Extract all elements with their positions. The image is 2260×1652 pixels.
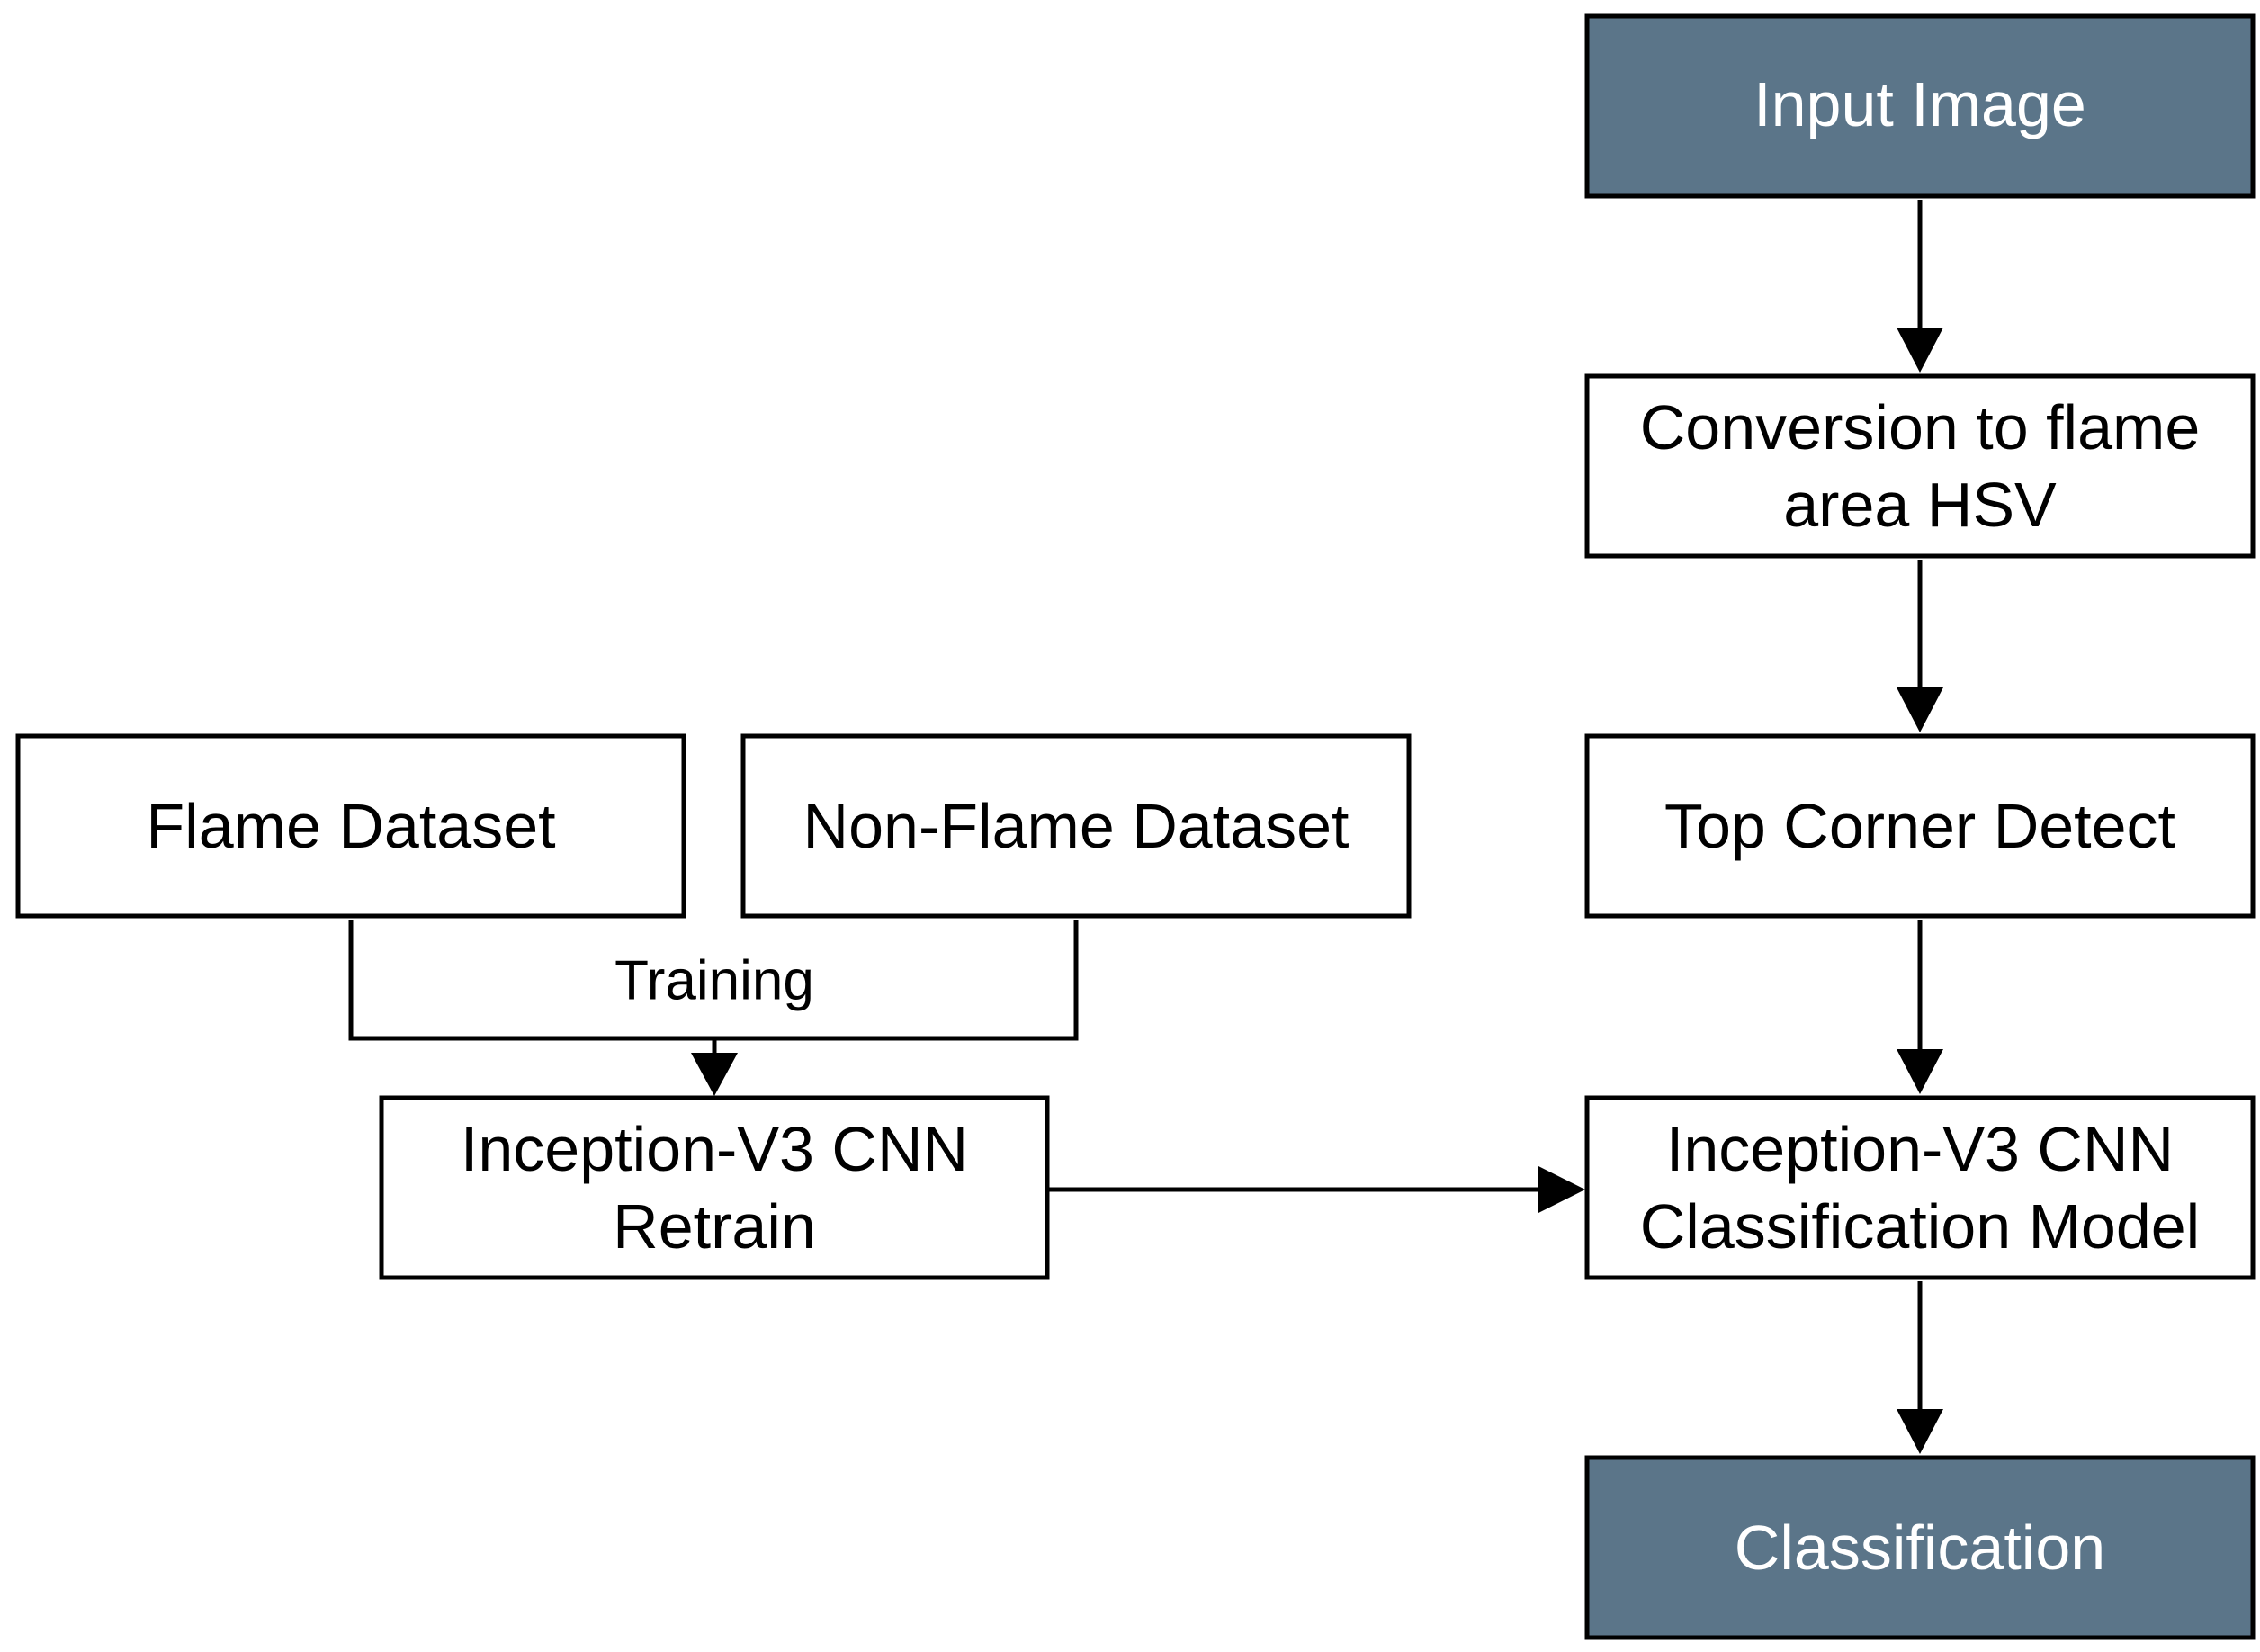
- node-label-line: area HSV: [1783, 470, 2057, 540]
- edge-model-to-classification: [1897, 1281, 1943, 1454]
- node-label-line: Inception-V3 CNN: [461, 1114, 968, 1184]
- arrow-head: [1897, 687, 1943, 732]
- node-label-line: Flame Dataset: [146, 791, 555, 861]
- node-box: [1584, 733, 2256, 919]
- node-label: Non-Flame Dataset: [803, 791, 1350, 861]
- node-classification: Classification: [1584, 1455, 2256, 1640]
- node-box: [740, 733, 1412, 919]
- node-label-line: Retrain: [613, 1191, 816, 1261]
- node-non-flame-dataset: Non-Flame Dataset: [740, 733, 1412, 919]
- node-input-image: Input Image: [1584, 13, 2256, 199]
- node-box: [379, 1095, 1050, 1280]
- node-label: Classification: [1735, 1513, 2105, 1583]
- node-label-line: Non-Flame Dataset: [803, 791, 1350, 861]
- arrow-head: [1538, 1166, 1585, 1213]
- node-label: Conversion to flame area HSV: [1640, 392, 2201, 540]
- edge-datasets-to-retrain: Training: [348, 920, 1079, 1096]
- edge-conversion-to-top-corner: [1897, 560, 1943, 732]
- node-box: [1584, 1455, 2256, 1640]
- edge-top-corner-to-model: [1897, 920, 1943, 1094]
- arrow-head: [1897, 328, 1943, 373]
- node-top-corner: Top Corner Detect: [1584, 733, 2256, 919]
- node-label-line: Conversion to flame: [1640, 392, 2201, 462]
- node-box: [1584, 1095, 2256, 1280]
- edge-retrain-to-model: [1047, 1166, 1585, 1213]
- node-label: Top Corner Detect: [1664, 791, 2175, 861]
- edge-label-training: Training: [614, 950, 814, 1012]
- flowchart-edges: Training: [348, 200, 1943, 1454]
- node-box: [15, 733, 686, 919]
- node-label-line: Classification: [1735, 1513, 2105, 1583]
- edge-input-to-conversion: [1897, 200, 1943, 373]
- arrow-head: [1897, 1049, 1943, 1094]
- node-conversion: Conversion to flame area HSV: [1584, 373, 2256, 559]
- node-label-line: Input Image: [1753, 69, 2086, 139]
- node-box: [1584, 13, 2256, 199]
- arrow-head: [691, 1053, 738, 1096]
- node-box: [1584, 373, 2256, 559]
- node-label: Input Image: [1753, 69, 2086, 139]
- node-label-line: Inception-V3 CNN: [1666, 1114, 2174, 1184]
- node-flame-dataset: Flame Dataset: [15, 733, 686, 919]
- arrow-head: [1897, 1409, 1943, 1454]
- node-label-line: Classification Model: [1640, 1191, 2200, 1261]
- node-label-line: Top Corner Detect: [1664, 791, 2175, 861]
- node-label: Flame Dataset: [146, 791, 555, 861]
